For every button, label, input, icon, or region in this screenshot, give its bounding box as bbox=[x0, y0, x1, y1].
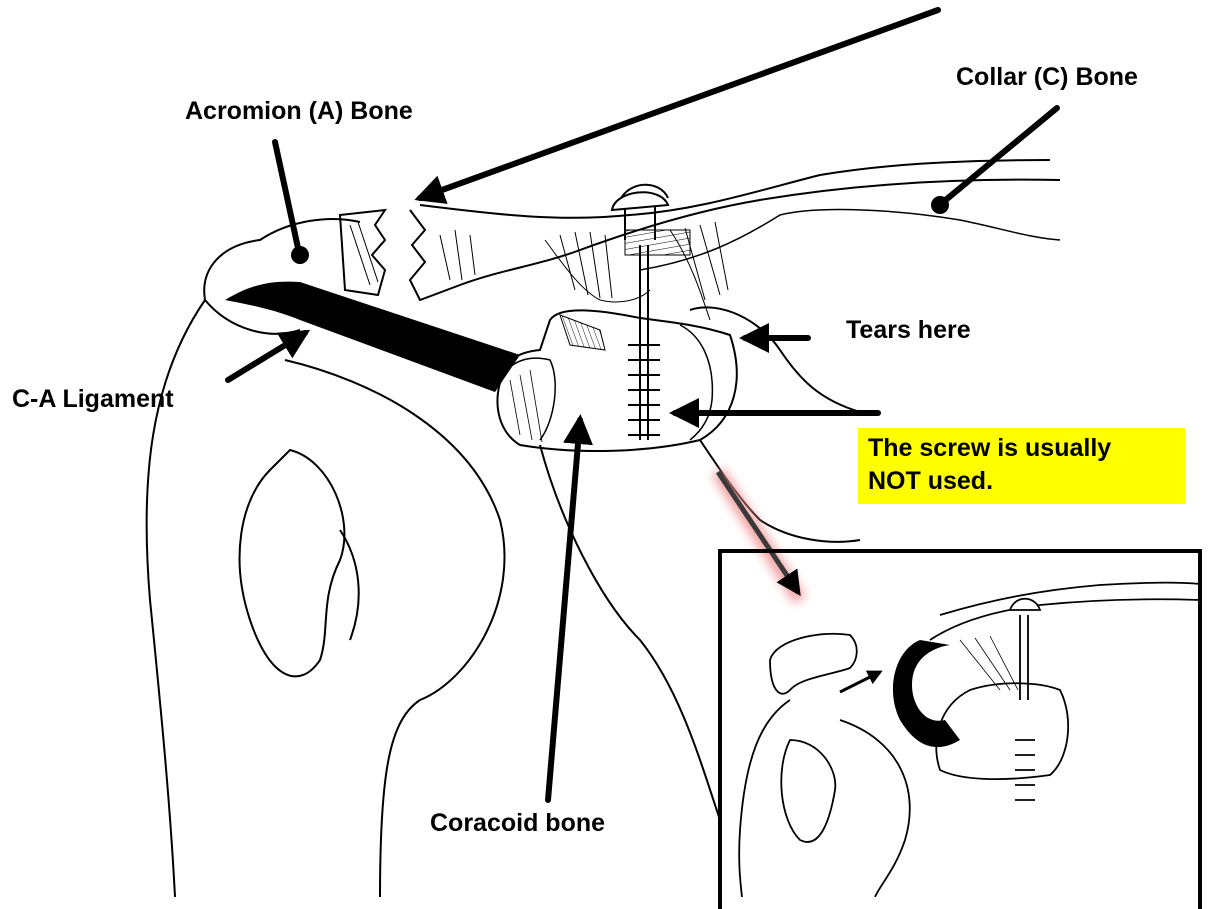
pointer-acromion bbox=[275, 142, 298, 248]
screw-note-box: The screw is usually NOT used. bbox=[858, 428, 1185, 504]
pointer-dot-collar bbox=[931, 196, 949, 214]
arrow-coracoid bbox=[548, 420, 580, 800]
pointer-dot-acromion bbox=[291, 246, 309, 264]
label-acromion-bone: Acromion (A) Bone bbox=[185, 96, 413, 126]
coracoid-bone-outline bbox=[497, 310, 736, 451]
label-ca-ligament: C-A Ligament bbox=[12, 384, 174, 414]
label-tears-here: Tears here bbox=[846, 315, 971, 345]
ca-ligament-band bbox=[225, 282, 520, 392]
ligament-fibers bbox=[545, 222, 728, 320]
screw-note-line-2: NOT used. bbox=[868, 465, 1175, 498]
clavicle-outline bbox=[410, 160, 1060, 300]
label-collar-bone: Collar (C) Bone bbox=[956, 62, 1138, 92]
screw-note-line-1: The screw is usually bbox=[868, 432, 1175, 465]
label-coracoid-bone: Coracoid bone bbox=[430, 808, 605, 838]
inset-frame bbox=[718, 549, 1202, 909]
pointer-collar bbox=[942, 108, 1057, 203]
arrow-ca-ligament bbox=[228, 333, 305, 380]
